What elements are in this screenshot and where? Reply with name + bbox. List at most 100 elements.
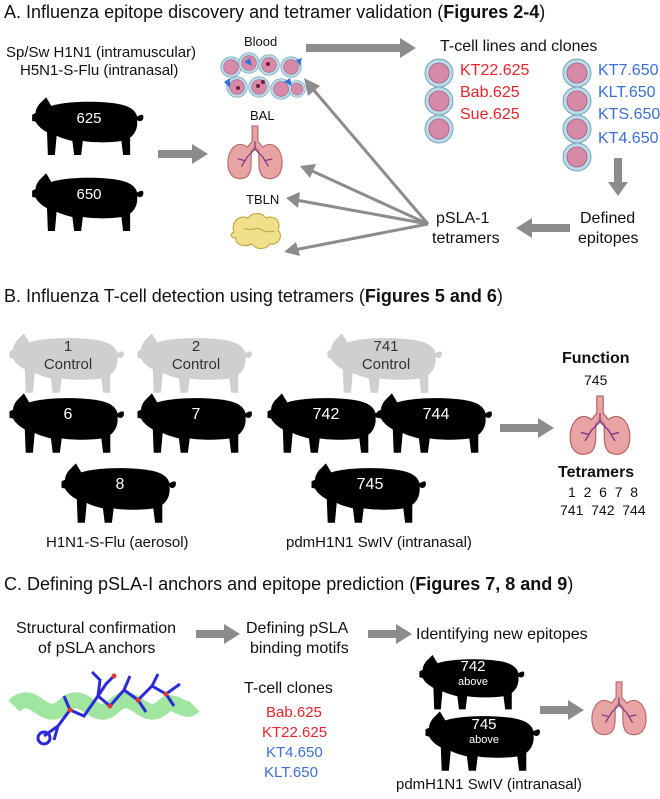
clone-blue-1: KT7.650	[598, 62, 659, 79]
pig-625: 625	[30, 92, 148, 162]
pig-icon	[136, 388, 256, 460]
control-pig-741-label: Control	[361, 356, 411, 373]
pig-7: 7	[136, 388, 256, 460]
clone-c-2: KT22.625	[262, 724, 328, 741]
pig-icon	[8, 388, 128, 460]
control-pig-1: 1 Control	[8, 328, 128, 400]
tetramers-row-1: 1 2 6 7 8	[568, 484, 639, 500]
pig-745: 745	[310, 458, 430, 530]
blood-label: Blood	[244, 34, 278, 49]
section-c-title: C. Defining pSLA-I anchors and epitope p…	[4, 574, 573, 595]
control-pig-1-label: Control	[43, 356, 93, 373]
clone-red-2: Bab.625	[460, 84, 520, 101]
tetramers-title: Tetramers	[558, 464, 635, 481]
new-epitopes-label: Identifying new epitopes	[416, 626, 588, 643]
blue-clone-cells-icon	[562, 58, 592, 172]
clone-c-3: KT4.650	[266, 744, 323, 761]
caption-pdmh1n1: pdmH1N1 SwIV (intranasal)	[286, 534, 472, 551]
pig-742-number: 742	[460, 658, 486, 675]
tetramers-row-2: 741 742 744	[560, 502, 646, 518]
clone-c-4: KLT.650	[264, 764, 318, 781]
pig-icon	[266, 388, 386, 460]
blood-cells-image	[218, 52, 308, 106]
caption-c-pdmh1n1: pdmH1N1 SwIV (intranasal)	[396, 776, 582, 793]
caption-h1n1-sflu: H1N1-S-Flu (aerosol)	[46, 534, 189, 551]
arrow-new-to-lung	[540, 700, 584, 720]
pig-742-sub: above	[458, 676, 488, 688]
pig-icon	[310, 458, 430, 530]
tetramer-fan-arrows	[284, 78, 430, 256]
section-b-title-text: B. Influenza T-cell detection using tetr…	[4, 286, 365, 306]
pig-745-label: 745	[356, 476, 384, 493]
section-b-title-end: )	[496, 286, 503, 306]
control-pig-741: 741 Control	[326, 328, 446, 400]
clone-red-1: KT22.625	[460, 62, 530, 79]
pig-8: 8	[60, 458, 180, 530]
section-c-figure-ref: Figures 7, 8 and 9	[415, 574, 568, 594]
arrow-pigs-to-lung	[500, 418, 554, 438]
structural-line1: Structural confirmation	[16, 620, 177, 637]
clone-blue-3: KTS.650	[598, 106, 660, 123]
section-a-title-end: )	[539, 2, 546, 22]
section-a-title: A. Influenza epitope discovery and tetra…	[4, 2, 545, 23]
pig-625-label: 625	[76, 110, 102, 127]
tbln-label: TBLN	[246, 192, 280, 207]
section-b-title: B. Influenza T-cell detection using tetr…	[4, 286, 503, 307]
pig-6: 6	[8, 388, 128, 460]
section-a-title-text: A. Influenza epitope discovery and tetra…	[4, 2, 444, 22]
pig-745-number: 745	[471, 716, 497, 733]
pig-742-above: 742 above	[418, 650, 528, 716]
pig-icon	[30, 168, 148, 238]
control-pig-741-number: 741	[373, 338, 399, 355]
pig-7-label: 7	[191, 406, 201, 423]
pig-650: 650	[30, 168, 148, 238]
arrow-epitopes-to-tetramers	[516, 218, 570, 238]
bal-label: BAL	[250, 108, 275, 123]
pig-745-sub: above	[469, 734, 499, 746]
section-a-figure-ref: Figures 2-4	[443, 2, 540, 22]
pig-744-label: 744	[422, 406, 450, 423]
motif-line2: binding motifs	[250, 640, 349, 657]
clone-blue-2: KLT.650	[598, 84, 656, 101]
lung-icon	[568, 394, 632, 458]
function-value: 745	[584, 372, 608, 388]
clone-red-3: Sue.625	[460, 106, 520, 123]
pig-8-label: 8	[115, 476, 125, 493]
defined-epitopes-line1: Defined	[580, 210, 636, 227]
defined-epitopes-line2: epitopes	[578, 230, 639, 247]
arrow-motifs-to-new	[368, 624, 412, 644]
pig-icon	[30, 92, 148, 162]
tcell-lines-title: T-cell lines and clones	[440, 38, 598, 55]
control-pig-2-label: Control	[171, 356, 221, 373]
arrow-blood-to-tcells	[306, 38, 416, 58]
control-pig-1-number: 1	[63, 338, 73, 355]
function-title: Function	[562, 350, 630, 367]
strain-line-1: Sp/Sw H1N1 (intramuscular)	[6, 44, 197, 61]
lung-icon	[590, 680, 648, 738]
pig-6-label: 6	[63, 406, 73, 423]
motif-line1: Defining pSLA	[246, 620, 349, 637]
arrow-structure-to-motifs	[196, 624, 240, 644]
clones-title: T-cell clones	[244, 680, 333, 697]
control-pig-2: 2 Control	[136, 328, 256, 400]
pig-icon	[60, 458, 180, 530]
lymph-node-icon	[230, 213, 281, 249]
clone-c-1: Bab.625	[266, 704, 322, 721]
clone-blue-4: KT4.650	[598, 130, 659, 147]
pig-icon	[376, 388, 496, 460]
tetramers-line2: tetramers	[432, 230, 500, 247]
section-c-title-end: )	[567, 574, 574, 594]
structural-line2: of pSLA anchors	[38, 640, 156, 657]
section-c-title-text: C. Defining pSLA-I anchors and epitope p…	[4, 574, 416, 594]
control-pig-2-number: 2	[191, 338, 201, 355]
pig-650-label: 650	[76, 186, 102, 203]
pig-744: 744	[376, 388, 496, 460]
pig-742-label: 742	[312, 406, 340, 423]
peptide-structure-image	[8, 670, 200, 746]
arrow-pigs-to-organs	[158, 144, 208, 164]
arrow-clones-to-epitopes	[608, 158, 628, 196]
pig-742: 742	[266, 388, 386, 460]
pig-745-above: 745 above	[424, 706, 544, 778]
section-b-figure-ref: Figures 5 and 6	[364, 286, 497, 306]
tetramers-line1: pSLA-1	[436, 210, 490, 227]
